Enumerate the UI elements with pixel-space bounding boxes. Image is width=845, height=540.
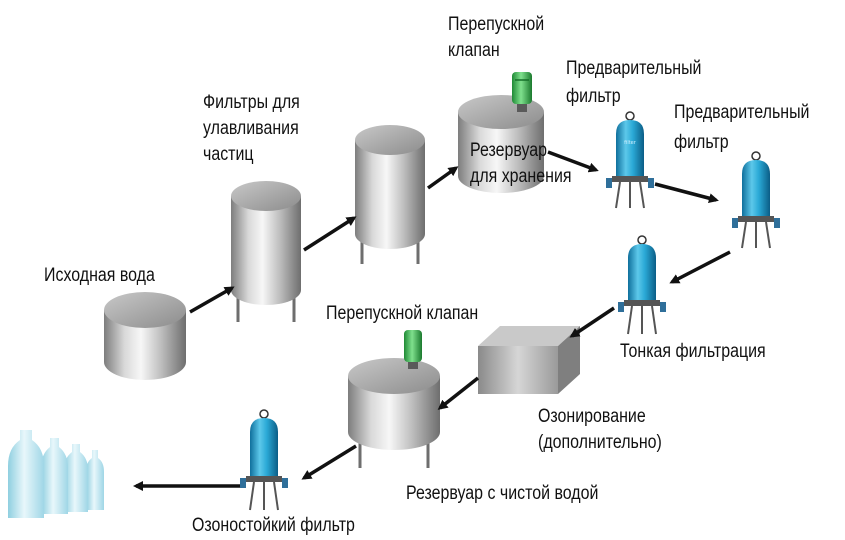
flow-arrow-icon bbox=[437, 376, 480, 410]
flow-arrow-icon bbox=[189, 286, 235, 314]
prefilter-2-housing bbox=[732, 151, 780, 249]
label-ozonation: Озонирование (дополнительно) bbox=[538, 404, 662, 456]
flow-arrow-icon bbox=[301, 444, 357, 480]
clean-water-tank bbox=[348, 358, 440, 468]
label-line: улавливания bbox=[203, 118, 299, 139]
flow-arrow-icon bbox=[669, 250, 731, 284]
label-storage-tank: Резервуар для хранения bbox=[470, 138, 571, 190]
flow-arrows bbox=[133, 150, 731, 491]
label-line: Предварительный bbox=[674, 102, 810, 123]
label-line: клапан bbox=[448, 40, 500, 61]
label-bypass-valve-top: Перепускной клапан bbox=[448, 12, 544, 64]
particle-filter-tank-2 bbox=[355, 125, 425, 264]
label-line: Предварительный bbox=[566, 58, 702, 79]
label-line: Перепускной bbox=[448, 14, 545, 35]
label-line: Резервуар bbox=[470, 140, 548, 161]
label-ozone-filter: Озоностойкий фильтр bbox=[192, 515, 355, 536]
water-bottles-icon bbox=[8, 430, 104, 518]
label-line: Фильтры для bbox=[203, 92, 300, 113]
label-fine-filtration: Тонкая фильтрация bbox=[620, 341, 766, 362]
bypass-valve-bottom-icon bbox=[404, 330, 422, 369]
source-water-tank bbox=[104, 292, 186, 380]
ozonation-unit bbox=[478, 326, 580, 394]
fine-filter-housing bbox=[618, 235, 666, 335]
svg-text:filter: filter bbox=[624, 140, 637, 146]
ozone-filter-housing bbox=[240, 409, 288, 511]
label-line: Озонирование bbox=[538, 406, 646, 427]
label-line: для хранения bbox=[470, 166, 572, 187]
label-clean-water-tank: Резервуар с чистой водой bbox=[406, 483, 599, 504]
label-prefilter-2: Предварительный фильтр bbox=[674, 98, 809, 158]
label-line: частиц bbox=[203, 144, 254, 165]
label-prefilter-1: Предварительный фильтр bbox=[566, 55, 701, 111]
flow-arrow-icon bbox=[426, 166, 459, 190]
label-particle-filters: Фильтры для улавливания частиц bbox=[203, 90, 300, 168]
flow-arrow-icon bbox=[654, 182, 719, 204]
flow-arrow-icon bbox=[303, 216, 357, 252]
bypass-valve-top-icon bbox=[512, 72, 532, 112]
label-line: фильтр bbox=[566, 86, 621, 107]
label-line: фильтр bbox=[674, 132, 729, 153]
label-line: (дополнительно) bbox=[538, 432, 662, 453]
flow-arrow-icon bbox=[569, 306, 615, 338]
flow-arrow-icon bbox=[547, 150, 599, 173]
label-source-water: Исходная вода bbox=[44, 265, 155, 286]
prefilter-1-housing: filter bbox=[606, 111, 654, 209]
particle-filter-tank-1 bbox=[231, 181, 301, 322]
label-bypass-valve-bottom: Перепускной клапан bbox=[326, 303, 479, 324]
